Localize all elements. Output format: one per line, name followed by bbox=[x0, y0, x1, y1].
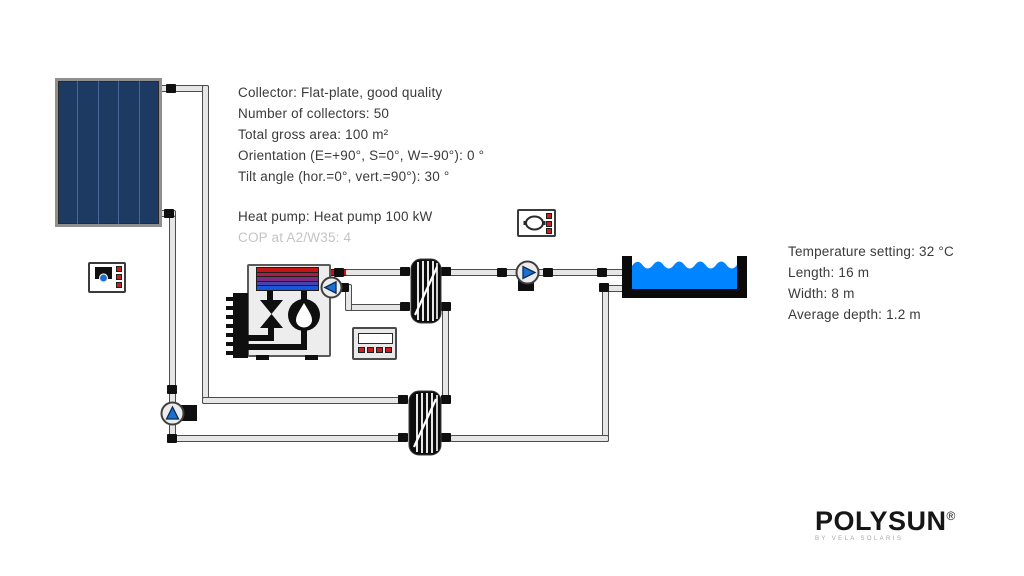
collector-controller-icon[interactable] bbox=[88, 262, 126, 293]
pipe-connector bbox=[599, 283, 609, 292]
compressor-icon bbox=[288, 299, 320, 331]
refrigerant-line bbox=[246, 344, 307, 350]
display-button bbox=[367, 347, 374, 353]
swimming-pool-icon[interactable] bbox=[622, 256, 747, 298]
collector-info: Collector: Flat-plate, good quality Numb… bbox=[238, 82, 484, 187]
display-button bbox=[385, 347, 392, 353]
pipe-connector bbox=[597, 268, 607, 277]
collector-info-line: Total gross area: 100 m² bbox=[238, 127, 389, 142]
controller-pump-glyph-icon bbox=[95, 267, 112, 283]
pipe-connector bbox=[400, 267, 410, 276]
collector-info-line: Tilt angle (hor.=0°, vert.=90°): 30 ° bbox=[238, 169, 450, 184]
heat-exchanger-icon[interactable] bbox=[410, 258, 442, 324]
condenser-coil-icon bbox=[256, 267, 319, 291]
logo-registered-mark: ® bbox=[946, 509, 956, 523]
flat-plate-collector-icon[interactable] bbox=[55, 78, 162, 227]
pipe-connector bbox=[400, 302, 410, 311]
condenser-pump-icon[interactable] bbox=[320, 276, 343, 299]
pipe-connector bbox=[497, 268, 507, 277]
refrigerant-line bbox=[268, 326, 274, 339]
pipe-connector bbox=[167, 434, 177, 443]
display-screen bbox=[358, 333, 393, 344]
heat-pump-info-title: Heat pump: Heat pump 100 kW bbox=[238, 209, 433, 224]
controller-button bbox=[546, 220, 552, 227]
pipe-segment[interactable] bbox=[442, 306, 449, 402]
pipe-connector bbox=[441, 302, 451, 311]
controller-button bbox=[116, 266, 122, 272]
evaporator-fins-icon bbox=[226, 293, 248, 358]
pipe-connector bbox=[398, 433, 408, 442]
pipe-segment[interactable] bbox=[602, 285, 609, 442]
pipe-connector bbox=[441, 395, 451, 404]
pool-info-line: Temperature setting: 32 °C bbox=[788, 244, 954, 259]
controller-button bbox=[546, 213, 552, 219]
controller-button bbox=[116, 274, 122, 280]
pool-pump-icon[interactable] bbox=[515, 260, 540, 285]
refrigerant-line bbox=[301, 289, 307, 301]
heat-pump-info: Heat pump: Heat pump 100 kW COP at A2/W3… bbox=[238, 206, 433, 248]
pool-controller-icon[interactable] bbox=[517, 209, 556, 237]
heat-exchanger-icon[interactable] bbox=[408, 390, 442, 456]
collector-info-line: Collector: Flat-plate, good quality bbox=[238, 85, 443, 100]
pipe-connector bbox=[167, 385, 177, 394]
pipe-connector bbox=[341, 283, 349, 292]
controller-button bbox=[116, 282, 122, 288]
display-button bbox=[358, 347, 365, 353]
pipe-connector bbox=[334, 268, 344, 277]
pool-info-line: Length: 16 m bbox=[788, 265, 870, 280]
refrigerant-line bbox=[267, 289, 273, 302]
refrigerant-line bbox=[301, 329, 307, 347]
logo-tagline: BY VELA SOLARIS bbox=[815, 536, 904, 542]
heat-pump-foot bbox=[256, 355, 269, 360]
expansion-valve-icon bbox=[260, 300, 283, 328]
pipe-connector bbox=[543, 268, 553, 277]
logo-brand: POLYSUN bbox=[815, 506, 947, 536]
refrigerant-line bbox=[246, 335, 274, 341]
collector-info-line: Number of collectors: 50 bbox=[238, 106, 390, 121]
heat-pump-info-cop: COP at A2/W35: 4 bbox=[238, 230, 352, 245]
pipe-segment[interactable] bbox=[169, 435, 408, 442]
pipe-segment[interactable] bbox=[202, 85, 209, 404]
display-button bbox=[376, 347, 383, 353]
controller-button bbox=[546, 228, 552, 234]
pipe-connector bbox=[398, 395, 408, 404]
pipe-segment[interactable] bbox=[450, 435, 609, 442]
heat-pump-display-icon[interactable] bbox=[352, 327, 397, 360]
pool-info-line: Width: 8 m bbox=[788, 286, 855, 301]
pipe-connector bbox=[166, 84, 176, 93]
pool-info-line: Average depth: 1.2 m bbox=[788, 307, 921, 322]
pipe-connector bbox=[441, 433, 451, 442]
pipe-segment[interactable] bbox=[202, 397, 408, 404]
collector-info-line: Orientation (E=+90°, S=0°, W=-90°): 0 ° bbox=[238, 148, 485, 163]
heat-pump-foot bbox=[305, 355, 318, 360]
sensor-glyph-icon bbox=[523, 215, 546, 231]
pipe-connector bbox=[441, 267, 451, 276]
collector-pump-icon[interactable] bbox=[160, 401, 185, 426]
polysun-logo: POLYSUN® BY VELA SOLARIS bbox=[815, 503, 956, 543]
pool-info: Temperature setting: 32 °C Length: 16 m … bbox=[788, 241, 954, 325]
pipe-connector bbox=[164, 209, 174, 218]
logo-wordmark: POLYSUN® bbox=[815, 503, 956, 535]
